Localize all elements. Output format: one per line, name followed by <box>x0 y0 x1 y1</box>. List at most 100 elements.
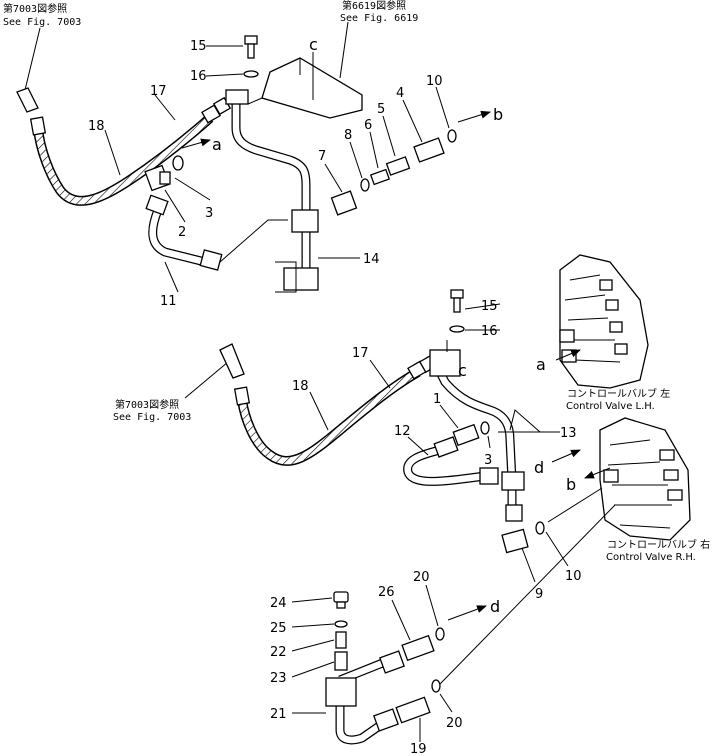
leader-bottom-to-valve <box>439 504 616 685</box>
label-c-mid: c <box>458 361 467 380</box>
oring-20-top <box>435 627 445 641</box>
label-14: 14 <box>363 252 380 267</box>
leader-20-top <box>425 584 439 627</box>
label-3-mid: 3 <box>484 453 492 468</box>
pipe-14-block <box>291 209 319 233</box>
label-11: 11 <box>160 294 177 309</box>
oring-3-mid <box>480 421 490 435</box>
label-d-mid: d <box>534 458 544 477</box>
leader-2-top <box>164 189 186 223</box>
leader-26 <box>391 599 411 641</box>
label-25: 25 <box>270 621 287 636</box>
label-d-bottom: d <box>490 597 500 616</box>
arrow-d-bottom <box>447 605 487 621</box>
tube-21 <box>325 650 405 745</box>
ref-mid-left-en: See Fig. 7003 <box>113 412 191 423</box>
label-5: 5 <box>377 102 385 117</box>
oring-8 <box>360 178 370 192</box>
elbow-1 <box>452 423 480 447</box>
label-18-mid: 18 <box>292 379 309 394</box>
hose-end-fitting-mid <box>219 343 245 379</box>
label-b-top: b <box>493 105 503 124</box>
label-17-mid: 17 <box>352 346 369 361</box>
adapter-26 <box>401 634 435 662</box>
label-13: 13 <box>560 426 577 441</box>
label-20-top: 20 <box>413 570 430 585</box>
cv-rh-en: Control Valve R.H. <box>606 552 696 563</box>
cv-lh-en: Control Valve L.H. <box>566 401 655 412</box>
label-4: 4 <box>396 86 404 101</box>
washer-16-top <box>243 70 259 78</box>
label-8: 8 <box>344 128 352 143</box>
hose-18-top <box>33 114 214 206</box>
oring-3-top <box>172 155 184 171</box>
bolt-15-mid <box>450 289 464 313</box>
leader-10-mid <box>545 531 569 567</box>
control-valve-rh <box>599 417 691 541</box>
ref-top-left-en: See Fig. 7003 <box>3 17 81 28</box>
ref-top-right-en: See Fig. 6619 <box>340 13 418 24</box>
nipple-22 <box>335 631 347 649</box>
leader-b-mid-line <box>547 487 603 523</box>
leader-20-bottom <box>439 693 453 713</box>
ref-top-right-jp: 第6619図参照 <box>342 0 406 12</box>
leader-3-top <box>174 177 211 201</box>
bolt-15-top <box>244 35 258 59</box>
cv-rh-jp: コントロールバルブ 右 <box>607 538 710 551</box>
hose-fitting-top-left <box>29 116 47 136</box>
label-16-mid: 16 <box>481 324 498 339</box>
leader-24 <box>291 597 333 603</box>
oring-10-mid <box>535 521 545 535</box>
leader-4 <box>402 99 423 143</box>
label-12: 12 <box>394 424 411 439</box>
leader-11 <box>164 261 179 293</box>
leader-17-mid <box>369 359 391 389</box>
leader-22 <box>291 639 335 652</box>
leader-18-mid <box>309 391 329 431</box>
label-3-top: 3 <box>205 206 213 221</box>
cv-lh-jp: コントロールバルブ 左 <box>567 387 670 400</box>
label-19: 19 <box>410 742 427 756</box>
leader-3-mid <box>487 435 491 449</box>
bracket-top <box>261 57 363 119</box>
leader-7 <box>324 163 343 193</box>
leader-top-right-ref <box>339 21 349 79</box>
arrow-b-mid <box>584 467 611 479</box>
arrow-d-mid <box>551 449 581 463</box>
label-24: 24 <box>270 596 287 611</box>
label-22: 22 <box>270 645 287 660</box>
label-10-top: 10 <box>426 74 443 89</box>
label-b-mid: b <box>566 475 576 494</box>
fitting-23 <box>334 651 348 671</box>
washer-16-mid <box>449 325 465 333</box>
arrow-a-mid <box>555 349 581 361</box>
arrow-b-top <box>457 110 491 123</box>
label-a-top: a <box>212 135 222 154</box>
oring-25 <box>334 620 348 628</box>
hose-end-fitting-top <box>16 87 39 113</box>
ref-mid-left-jp: 第7003図参照 <box>115 398 179 411</box>
label-23: 23 <box>270 671 287 686</box>
label-17-top: 17 <box>150 84 167 99</box>
leader-5 <box>382 115 396 157</box>
leader-8 <box>349 141 363 179</box>
label-7: 7 <box>318 149 326 164</box>
label-a-mid: a <box>536 355 546 374</box>
label-9: 9 <box>535 587 543 602</box>
leader-23 <box>291 661 335 678</box>
leader-1 <box>439 404 459 429</box>
label-c-top: c <box>309 35 318 54</box>
leader-9 <box>521 547 536 583</box>
oring-10-top <box>447 129 457 143</box>
label-10-mid: 10 <box>565 569 582 584</box>
adapter-19 <box>395 696 431 724</box>
pipe-14-clamp <box>225 89 249 105</box>
leader-10-top <box>435 86 450 129</box>
label-15-top: 15 <box>190 39 207 54</box>
elbow-7 <box>330 190 358 216</box>
label-18-top: 18 <box>88 119 105 134</box>
elbow-2-top <box>144 164 171 192</box>
leader-12 <box>407 436 429 456</box>
label-2-top: 2 <box>178 225 186 240</box>
arrow-a-top <box>181 138 211 149</box>
